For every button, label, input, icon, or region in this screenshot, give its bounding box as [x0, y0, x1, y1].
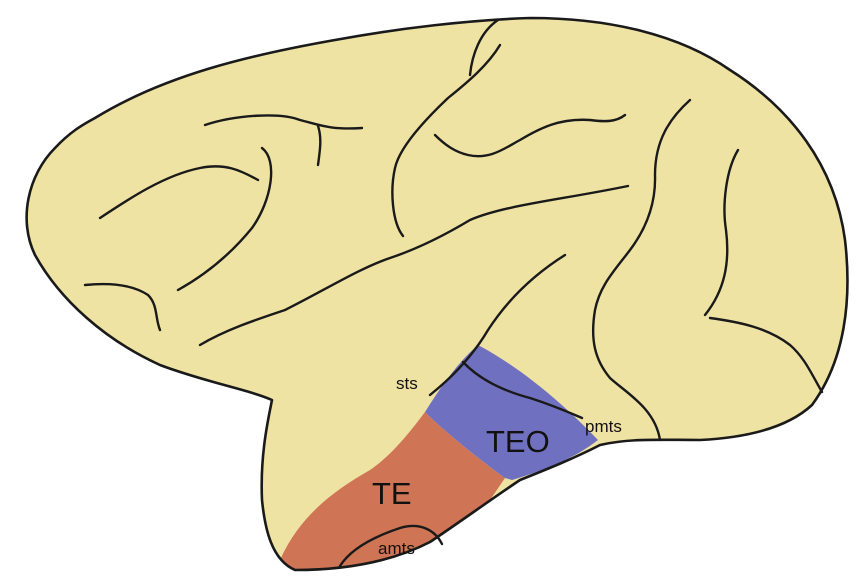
amts-label: amts [378, 539, 415, 558]
te-label: TE [372, 476, 412, 511]
sts-label: sts [396, 374, 418, 393]
pmts-label: pmts [585, 417, 622, 436]
teo-label: TEO [486, 424, 550, 459]
